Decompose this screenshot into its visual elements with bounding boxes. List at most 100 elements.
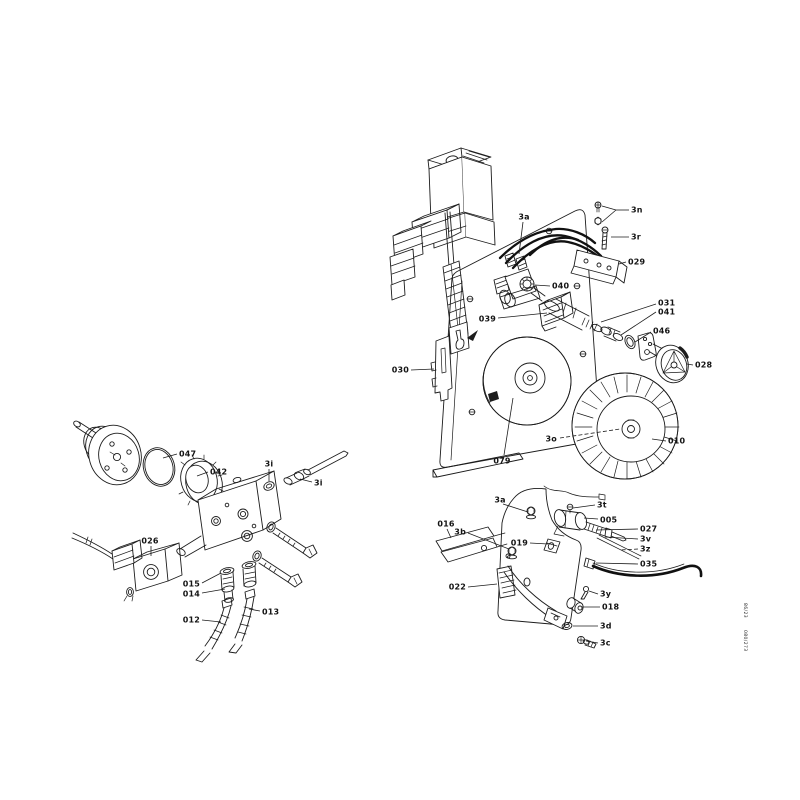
pump-cover-part	[73, 420, 142, 486]
base-rail-part	[432, 452, 524, 478]
callout-label-019: 019	[511, 539, 529, 548]
callout-label-3t: 3t	[597, 501, 607, 510]
leader-013	[248, 608, 261, 612]
leader-3b	[467, 532, 510, 550]
cylinder-part	[553, 503, 588, 537]
coil-block-part	[538, 291, 574, 332]
callout-label-3r: 3r	[631, 233, 641, 242]
leader-014	[201, 588, 226, 594]
callout-label-012: 012	[183, 616, 200, 625]
leader-3c	[585, 640, 599, 644]
callout-label-047: 047	[179, 450, 196, 459]
leader-019	[529, 542, 549, 545]
pump-assembly	[71, 420, 349, 663]
callout-label-3v: 3v	[640, 535, 652, 544]
callout-label-042: 042	[210, 468, 227, 477]
terminal-strip-part	[570, 249, 628, 285]
knob-screw-parts	[561, 585, 597, 649]
callout-label-022: 022	[449, 583, 466, 592]
leader-012	[201, 619, 222, 623]
callout-label-3n: 3n	[631, 206, 643, 215]
pump-bolts-part	[252, 521, 318, 588]
oil-hose-parts	[195, 588, 256, 663]
callout-label-014: 014	[183, 590, 201, 599]
callout-label-046: 046	[653, 327, 671, 336]
lever-arm-part	[503, 565, 568, 630]
callout-layer: 0470423i3i0260150140120133a3n3r029040039…	[141, 206, 712, 648]
nozzle-fitting-part	[263, 450, 349, 491]
leader-028	[686, 363, 694, 366]
callout-label-035: 035	[640, 560, 658, 569]
callout-label-3z: 3z	[640, 545, 651, 554]
leader-079	[503, 397, 514, 456]
callout-label-3a: 3a	[494, 496, 505, 505]
o-ring-part	[142, 447, 176, 487]
callout-label-3i: 3i	[265, 460, 274, 469]
callout-label-031: 031	[658, 299, 676, 308]
leader-3v	[604, 536, 639, 540]
leader-3y	[588, 590, 599, 595]
leader-029	[618, 261, 627, 265]
burner-assembly	[389, 147, 689, 501]
leader-3a	[502, 503, 529, 513]
damper-assembly	[435, 487, 703, 649]
callout-label-013: 013	[262, 608, 279, 617]
leader-041	[620, 311, 657, 336]
hinge-bracket-part	[430, 335, 453, 402]
leader-3z	[619, 548, 639, 551]
callout-label-027: 027	[640, 525, 657, 534]
callout-label-039: 039	[479, 315, 497, 324]
callout-label-3o: 3o	[546, 435, 558, 444]
leader-035	[595, 562, 639, 565]
leader-016	[446, 528, 452, 539]
leader-022	[467, 583, 498, 588]
leader-047	[162, 453, 178, 459]
leader-3o	[559, 428, 621, 439]
fan-wheel-part	[571, 372, 680, 480]
callout-label-040: 040	[552, 282, 570, 291]
motor-flange-part	[482, 336, 572, 426]
callout-label-041: 041	[658, 308, 676, 317]
callout-label-010: 010	[668, 437, 686, 446]
leader-3i	[299, 478, 313, 483]
callout-label-015: 015	[183, 580, 201, 589]
callout-label-3a: 3a	[518, 213, 529, 222]
capillary-line	[543, 485, 606, 501]
pressure-tube-part	[583, 557, 703, 578]
leader-005	[583, 517, 599, 520]
callout-label-3y: 3y	[600, 590, 612, 599]
damper-lever-part	[435, 526, 508, 563]
callout-label-026: 026	[141, 537, 159, 546]
callout-label-3b: 3b	[454, 528, 466, 537]
leader-039	[497, 312, 548, 319]
solenoid-coil-part	[71, 532, 183, 602]
leader-3t	[572, 504, 596, 509]
callout-label-030: 030	[392, 366, 410, 375]
leader-040	[534, 284, 551, 287]
callout-label-018: 018	[602, 603, 620, 612]
scale-plate-part	[496, 565, 517, 599]
callout-label-3c: 3c	[600, 639, 611, 648]
leader-030	[410, 368, 435, 371]
clamp-part	[543, 538, 561, 554]
callout-label-079: 079	[493, 457, 511, 466]
callout-label-028: 028	[695, 361, 713, 370]
leader-015	[201, 572, 222, 584]
leader-046	[634, 331, 652, 343]
pump-body-part	[176, 470, 282, 558]
solenoid-valve-part	[493, 268, 546, 310]
cable-harness	[498, 227, 607, 270]
mounting-plate-part	[439, 209, 601, 468]
leader-027	[595, 528, 639, 531]
callout-label-016: 016	[437, 520, 455, 529]
terminal-block-parts	[389, 203, 462, 301]
damper-nut-parts	[506, 506, 537, 560]
leader-031	[600, 303, 657, 323]
leader-3a	[518, 221, 524, 255]
fitting-stack-part	[219, 561, 257, 603]
callout-label-005: 005	[600, 516, 618, 525]
callout-label-029: 029	[628, 258, 646, 267]
coupling-handwheel-part	[624, 332, 689, 384]
